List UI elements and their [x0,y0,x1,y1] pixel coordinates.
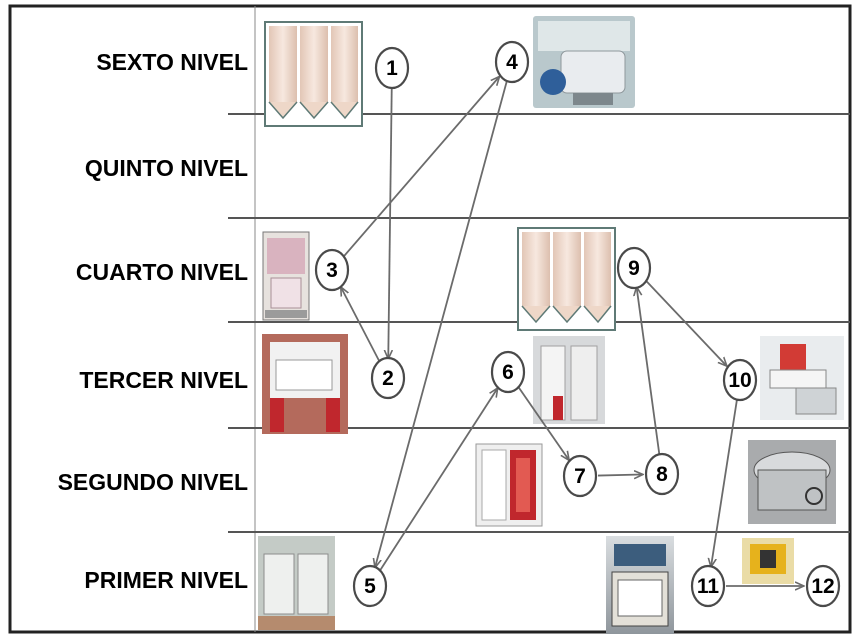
node-circle [690,564,726,608]
machine-picture-level-3-right [760,336,844,420]
level-label-primer: PRIMER NIVEL [84,567,248,593]
level-label-cuarto: CUARTO NIVEL [76,259,248,285]
machine-picture-level-3-left [262,334,348,434]
process-node-3: 3 [314,248,350,292]
process-node-4: 4 [494,40,530,84]
process-node-10: 10 [722,358,758,402]
node-label: 10 [728,369,751,392]
level-label-sexto: SEXTO NIVEL [96,49,248,75]
machine-picture-level-6 [533,16,635,108]
process-node-5: 5 [352,564,388,608]
flow-arrows [341,76,804,586]
process-node-6: 6 [490,350,526,394]
flow-arrow-10-to-11 [711,397,739,567]
machine-picture-level-3-middle [533,336,605,424]
node-label: 6 [502,361,514,384]
machine-picture-level-1-right [742,538,794,584]
machine-picture-level-4 [262,231,310,321]
process-node-9: 9 [616,246,652,290]
silo-top-picture [264,21,363,127]
node-circle [562,454,598,498]
node-label: 3 [326,259,338,282]
process-node-7: 7 [562,454,598,498]
node-label: 2 [382,367,394,390]
node-circle [374,46,410,90]
node-circle [805,564,841,608]
silo-middle-picture [517,227,616,331]
node-circle [314,248,350,292]
node-label: 11 [697,575,720,598]
flow-arrow-7-to-8 [597,474,643,475]
node-label: 9 [628,257,640,280]
flow-arrow-4-to-5 [375,79,509,567]
process-node-12: 12 [805,564,841,608]
level-label-quinto: QUINTO NIVEL [85,155,248,181]
node-circle [722,358,758,402]
level-label-segundo: SEGUNDO NIVEL [58,469,248,495]
node-circle [644,452,680,496]
flow-arrow-9-to-10 [645,280,727,366]
level-label-tercer: TERCER NIVEL [79,367,248,393]
flow-arrow-5-to-6 [378,388,498,572]
node-label: 5 [364,575,376,598]
machine-picture-level-1-left [258,536,335,630]
process-node-8: 8 [644,452,680,496]
machine-picture-level-2-left [475,443,543,527]
machine-picture-level-2-right [748,440,836,524]
node-label: 7 [574,465,586,488]
node-circle [616,246,652,290]
node-circle [370,356,406,400]
node-circle [490,350,526,394]
node-label: 4 [506,51,518,74]
diagram-frame [8,4,852,634]
process-node-1: 1 [374,46,410,90]
flow-arrow-2-to-3 [341,287,381,363]
node-label: 12 [811,575,834,598]
flow-arrow-3-to-4 [343,76,500,257]
process-node-2: 2 [370,356,406,400]
node-label: 1 [386,57,398,80]
flow-arrow-6-to-7 [517,386,569,461]
process-node-11: 11 [690,564,726,608]
flow-arrow-1-to-2 [388,85,392,359]
node-label: 8 [656,463,668,486]
level-labels: SEXTO NIVEL QUINTO NIVEL CUARTO NIVEL TE… [58,49,248,593]
machine-picture-level-1-middle [606,536,674,634]
node-circle [352,564,388,608]
node-circle [494,40,530,84]
flow-arrow-8-to-9 [637,287,661,457]
